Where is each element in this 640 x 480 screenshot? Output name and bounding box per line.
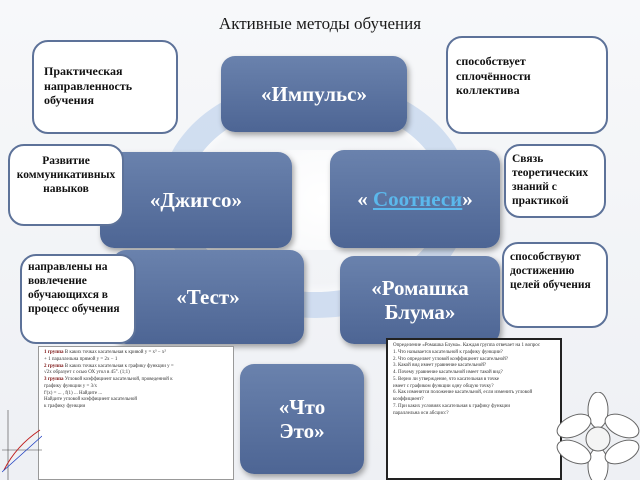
method-jigsaw: «Джигсо» <box>100 152 292 248</box>
note-engagement: направлены на вовлечение обучающихся в п… <box>20 254 136 344</box>
method-jigsaw-label: «Джигсо» <box>149 187 243 212</box>
page-title: Активные методы обучения <box>218 14 422 33</box>
method-what-is-label: «Что Это» <box>278 394 326 443</box>
note-goals: способствуют достижению целей обучения <box>502 242 608 328</box>
note-engagement-text: направлены на вовлечение обучающихся в п… <box>28 261 120 316</box>
note-theory-practice: Связь теоретических знаний с практикой <box>504 144 606 218</box>
method-correlate-label: « Соотнеси» <box>357 186 473 211</box>
note-communication-text: Развитие коммуникативных навыков <box>16 155 116 196</box>
method-chamomile-label: «Ромашка Блума» <box>371 275 469 324</box>
method-impulse: «Импульс» <box>221 56 407 132</box>
note-communication: Развитие коммуникативных навыков <box>8 144 124 226</box>
method-correlate: « Соотнеси» <box>330 150 500 248</box>
method-test-label: «Тест» <box>176 284 240 309</box>
method-chamomile: «Ромашка Блума» <box>340 256 500 344</box>
note-cohesion-text: способствует сплочённости коллектива <box>456 54 531 98</box>
method-test: «Тест» <box>112 250 304 344</box>
note-practical-text: Практическая направленность обучения <box>44 64 133 108</box>
worksheet-left: 1 группа В каких точках касательная к кр… <box>38 346 234 480</box>
chamomile-flower-icon <box>556 392 640 480</box>
method-what-is: «Что Это» <box>240 364 364 474</box>
correlate-link: Соотнеси <box>372 186 463 211</box>
worksheet-right: Определение «Ромашка Блума». Каждая груп… <box>386 338 562 480</box>
note-cohesion: способствует сплочённости коллектива <box>446 36 608 134</box>
note-theory-practice-text: Связь теоретических знаний с практикой <box>512 153 589 208</box>
note-practical: Практическая направленность обучения <box>32 40 178 134</box>
note-goals-text: способствуют достижению целей обучения <box>510 251 591 292</box>
method-impulse-label: «Импульс» <box>261 81 367 106</box>
tangent-graph-thumbnail <box>2 410 42 480</box>
